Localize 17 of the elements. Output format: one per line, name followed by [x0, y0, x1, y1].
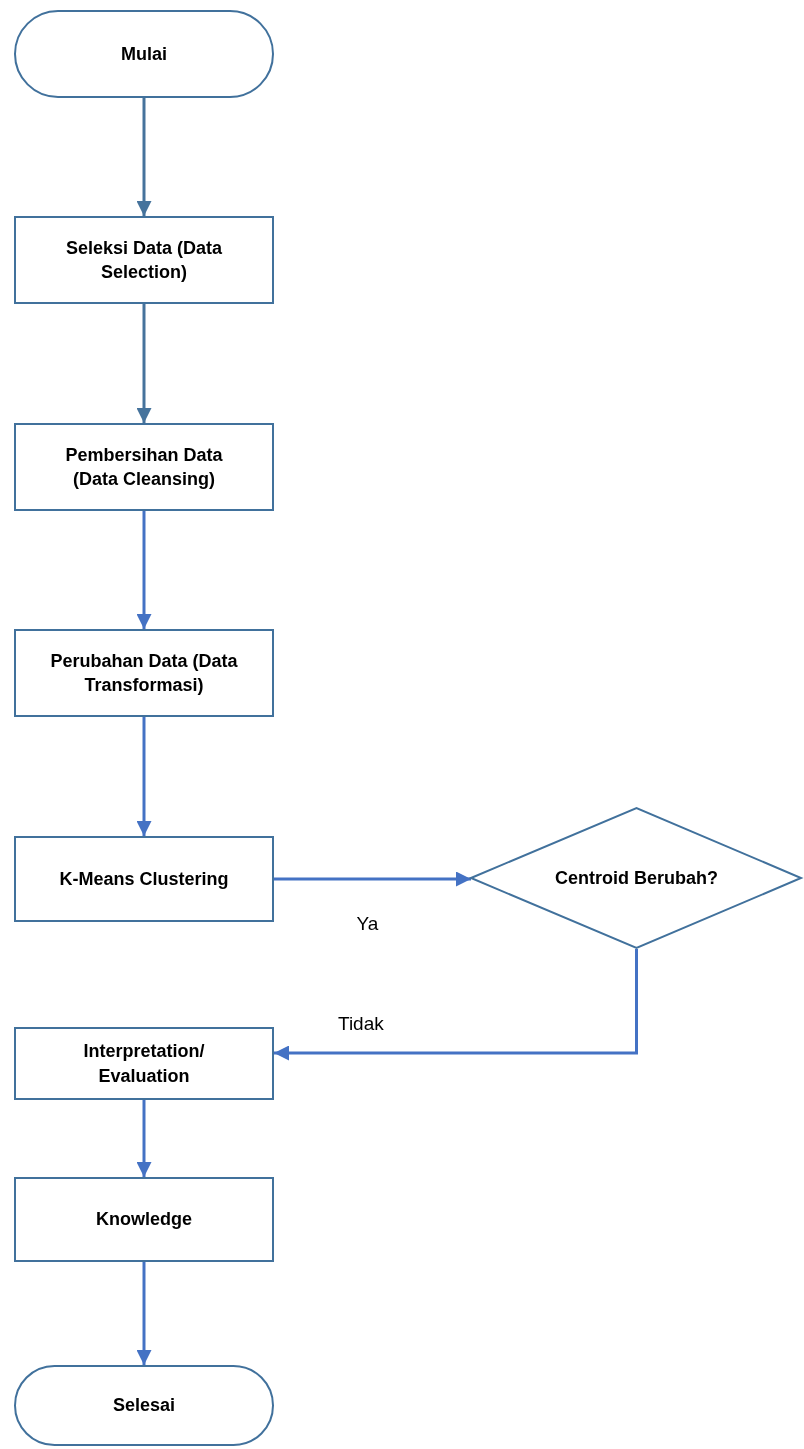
node-label: Perubahan Data (Data Transformasi)	[49, 649, 239, 697]
arrow	[136, 717, 152, 836]
node-label: K-Means Clustering	[59, 867, 229, 891]
node-label: Centroid Berubah?	[555, 866, 718, 890]
arrow	[136, 1100, 152, 1177]
node-label: Interpretation/ Evaluation	[82, 1040, 206, 1088]
node-label: Pembersihan Data (Data Cleansing)	[64, 443, 224, 491]
arrow	[136, 511, 152, 629]
arrow	[136, 304, 152, 423]
node-label: Selesai	[112, 1394, 176, 1418]
node-label: Mulai	[121, 42, 167, 66]
arrow	[136, 1262, 152, 1365]
arrow	[274, 949, 638, 1061]
arrow	[274, 871, 471, 887]
node-label: Knowledge	[96, 1208, 192, 1232]
node-label: Seleksi Data (Data Selection)	[64, 236, 224, 284]
arrow	[136, 98, 152, 216]
